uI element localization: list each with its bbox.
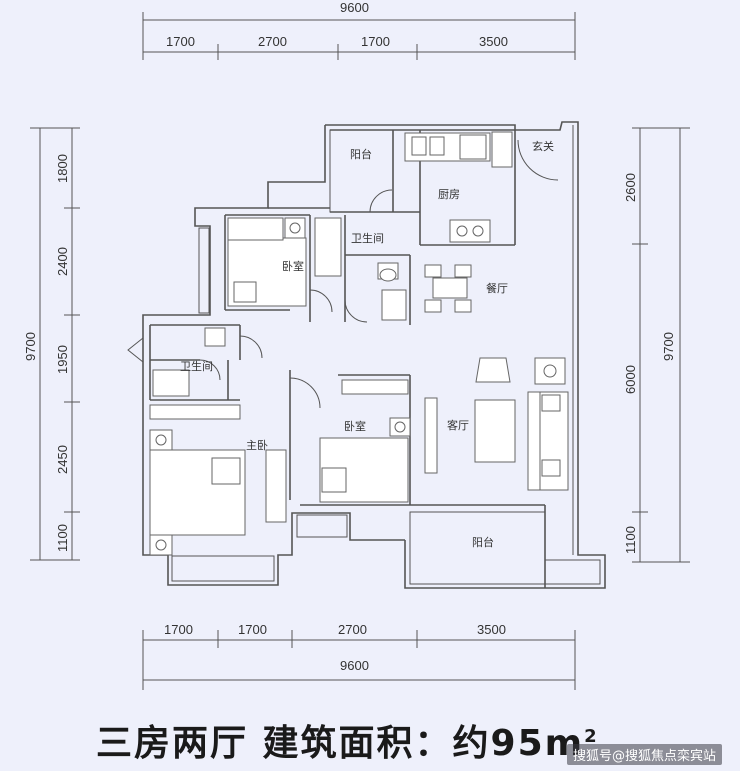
top-dimension-2: 2700	[258, 34, 287, 49]
bathroom-1-fixtures	[314, 217, 407, 321]
top-dimension-lines	[142, 12, 576, 60]
bottom-dimension-2: 1700	[238, 622, 267, 637]
watermark: 搜狐号@搜狐焦点栾宾站	[566, 744, 722, 765]
room-label-living: 客厅	[447, 418, 469, 432]
left-dimension-4: 2450	[55, 445, 70, 474]
door-swings	[127, 139, 559, 409]
room-label-master-bedroom: 主卧	[246, 439, 268, 452]
room-label-middle-bedroom: 卧室	[344, 419, 366, 433]
bottom-dimension-1: 1700	[164, 622, 193, 637]
top-total-dimension: 9600	[340, 0, 369, 15]
left-dimension-3: 1950	[55, 345, 70, 374]
dining-table-set	[424, 264, 472, 313]
bottom-total-dimension: 9600	[340, 658, 369, 673]
right-dimension-2: 6000	[623, 365, 638, 394]
left-dimension-lines	[30, 127, 80, 561]
bottom-dimension-4: 3500	[477, 622, 506, 637]
room-label-south-balcony: 阳台	[472, 535, 494, 549]
left-dimension-5: 1100	[55, 524, 70, 552]
caption-text: 三房两厅 建筑面积：约95m2	[96, 723, 599, 764]
master-bedroom-furniture	[149, 404, 287, 556]
right-total-dimension: 9700	[661, 332, 676, 361]
room-label-bathroom-1: 卫生间	[351, 231, 384, 245]
living-room-furniture	[424, 357, 569, 491]
living-balcony-window	[544, 559, 601, 585]
top-dimension-1: 1700	[166, 34, 195, 49]
bedroom-bay-window	[198, 227, 210, 314]
bathroom-2-fixtures	[152, 327, 226, 397]
bottom-dimension-lines	[142, 630, 576, 690]
north-bedroom-bed	[227, 217, 307, 307]
room-label-north-balcony: 阳台	[350, 147, 372, 161]
room-label-bathroom-2: 卫生间	[180, 359, 213, 373]
room-label-dining: 餐厅	[486, 281, 508, 295]
top-dimension-3: 1700	[361, 34, 390, 49]
south-balcony-railing	[409, 511, 546, 585]
caption-superscript: 2	[584, 726, 599, 747]
top-dimension-4: 3500	[479, 34, 508, 49]
floor-plan: 9600 1700 2700 1700 3500 1700 1700 2700 …	[23, 0, 690, 690]
middle-bedroom-furniture	[319, 379, 411, 503]
area-caption: 三房两厅 建筑面积：约95m2	[0, 700, 740, 770]
master-balcony-railing	[171, 555, 275, 582]
middle-bedroom-window	[296, 514, 348, 538]
right-dimension-3: 1100	[623, 526, 638, 554]
room-label-entrance: 玄关	[532, 139, 554, 153]
left-dimension-2: 2400	[55, 247, 70, 276]
left-dimension-1: 1800	[55, 154, 70, 183]
bottom-dimension-3: 2700	[338, 622, 367, 637]
kitchen-fixtures	[404, 131, 513, 243]
right-dimension-1: 2600	[623, 173, 638, 202]
right-dimension-lines	[632, 127, 690, 563]
left-total-dimension: 9700	[23, 332, 38, 361]
room-label-kitchen: 厨房	[438, 188, 460, 201]
room-label-north-bedroom: 卧室	[282, 259, 304, 273]
north-balcony-railing	[329, 129, 394, 213]
